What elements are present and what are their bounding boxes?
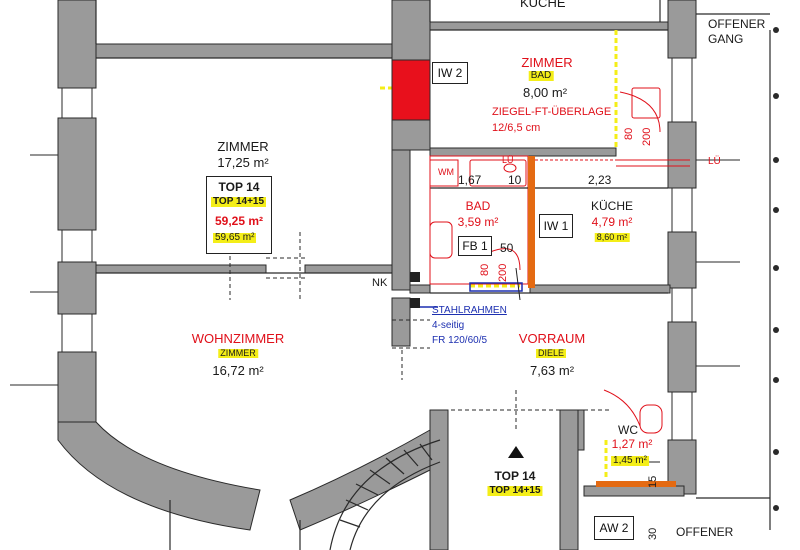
wall-bad-stub xyxy=(409,284,431,294)
wall-right-low xyxy=(667,321,697,393)
tag-wm: WM xyxy=(438,167,454,177)
wall-core-top xyxy=(391,0,431,61)
dim-10: 10 xyxy=(508,173,522,187)
wall-stair-right xyxy=(559,409,579,550)
bad-area: 3,59 m² xyxy=(457,215,499,229)
wall-curved-left xyxy=(57,421,261,531)
staircase xyxy=(329,439,441,550)
ziegel-note: ZIEGEL-FT-ÜBERLAGE xyxy=(492,106,612,118)
wc-bowl xyxy=(639,404,663,434)
label-kueche-top: KÜCHE xyxy=(520,0,566,10)
wohnzimmer-new-name: ZIMMER xyxy=(218,348,258,358)
dim-30: 30 xyxy=(647,527,659,540)
wohnzimmer-area: 16,72 m² xyxy=(212,363,264,378)
wall-zimmer-bottom-left xyxy=(95,264,267,274)
bad-name: BAD xyxy=(465,199,491,213)
tag-fb1: FB 1 xyxy=(458,236,492,256)
stahlrahmen-3: FR 120/60/5 xyxy=(432,335,488,346)
dim-200-b: 200 xyxy=(641,127,653,146)
red-block-iw2 xyxy=(391,59,431,121)
kueche-area: 4,79 m² xyxy=(591,215,633,229)
dim-80-a: 80 xyxy=(479,263,491,276)
orange-wall-iw1 xyxy=(528,156,535,288)
bath-tub xyxy=(469,159,527,187)
yellow-markers xyxy=(380,30,618,478)
wall-zimmer-top xyxy=(95,43,393,59)
wohnzimmer-name: WOHNZIMMER xyxy=(191,331,285,346)
zimmer-top-new-name: BAD xyxy=(528,70,554,81)
wc-area-new: 1,45 m² xyxy=(611,455,649,466)
zimmer-door-swing xyxy=(619,91,661,133)
nk-markers xyxy=(410,272,420,308)
kueche-name: KÜCHE xyxy=(590,199,634,213)
wall-right-mid xyxy=(667,121,697,189)
stair-top-label: TOP 14 xyxy=(494,469,536,483)
steel-frame xyxy=(418,282,523,308)
dim-50: 50 xyxy=(500,241,514,255)
wall-zimmer-bottom-right xyxy=(304,264,396,274)
wall-core-low xyxy=(391,297,411,347)
dim-80-b: 80 xyxy=(623,127,635,140)
top-merged-label: TOP 14+15 xyxy=(211,196,267,207)
wall-kueche-bottom-2 xyxy=(529,284,671,294)
zimmer-left-name: ZIMMER xyxy=(217,139,269,154)
stair-top-merged: TOP 14+15 xyxy=(487,485,543,496)
wall-core-mid xyxy=(391,119,431,151)
top-area-new: 59,65 m² xyxy=(213,232,257,243)
kueche-area-new: 8,60 m² xyxy=(594,232,630,242)
wall-zimmer-bad-bottom xyxy=(429,147,617,157)
outline-lines xyxy=(95,0,771,550)
zimmer-top-old-name: ZIMMER xyxy=(521,55,573,70)
zimmer-left-area: 17,25 m² xyxy=(217,155,269,170)
windows xyxy=(10,58,740,440)
washbasin xyxy=(429,221,453,259)
wall-stair-left xyxy=(429,409,449,550)
washing-machine xyxy=(429,159,459,187)
vorraum-name: VORRAUM xyxy=(518,331,586,346)
wall-left-mid xyxy=(57,117,97,231)
dim-167: 1,67 xyxy=(458,173,482,187)
top-14-box: TOP 14 TOP 14+15 59,25 m² 59,65 m² xyxy=(206,176,272,254)
stahlrahmen-2: 4-seitig xyxy=(432,320,465,331)
tag-lue-2: LÜ xyxy=(708,156,721,167)
dim-15: 15 xyxy=(647,475,659,488)
wall-curved-right xyxy=(289,429,431,531)
label-offener-gang-1: OFFENER xyxy=(708,17,766,31)
orange-partitions xyxy=(528,156,676,487)
dim-223: 2,23 xyxy=(588,173,612,187)
orange-wall-wc xyxy=(596,481,676,487)
top-area: 59,25 m² xyxy=(214,214,264,228)
ziegel-note-2: 12/6,5 cm xyxy=(492,122,541,134)
wall-right-lower xyxy=(667,231,697,289)
stahlrahmen-1: STAHLRAHMEN xyxy=(432,305,507,316)
wc-door-swing xyxy=(603,389,641,427)
vorraum-new-name: DIELE xyxy=(535,348,567,358)
drain-icon xyxy=(503,163,517,173)
wc-area: 1,27 m² xyxy=(611,437,653,451)
zimmer-top-area: 8,00 m² xyxy=(522,85,568,100)
dim-200-a: 200 xyxy=(497,263,509,282)
tag-iw1: IW 1 xyxy=(539,214,573,238)
wall-left-bottom xyxy=(57,351,97,423)
wall-left-low xyxy=(57,261,97,315)
wall-left-top xyxy=(57,0,97,89)
tag-iw2: IW 2 xyxy=(432,62,468,84)
wall-core-pier xyxy=(391,149,411,291)
wall-wc-bottom xyxy=(583,485,685,497)
top-label: TOP 14 xyxy=(218,180,260,194)
tag-lue-1: LÜ xyxy=(502,155,514,165)
label-offener-gang-2: GANG xyxy=(708,32,744,46)
vorraum-area: 7,63 m² xyxy=(529,363,575,378)
label-offener-bottom: OFFENER xyxy=(676,525,734,539)
bath-door-swing xyxy=(489,248,521,271)
wall-kueche-bottom xyxy=(429,21,697,31)
railing-dots xyxy=(773,27,779,511)
tag-aw2: AW 2 xyxy=(594,516,634,540)
wc-name: WC xyxy=(618,423,638,437)
stair-arrow-icon xyxy=(508,446,524,458)
wall-right-top xyxy=(667,0,697,59)
tag-nk: NK xyxy=(372,277,388,289)
